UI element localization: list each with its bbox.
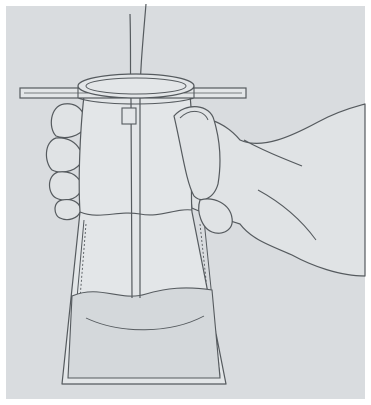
finger-index <box>51 104 85 138</box>
pour-nozzle <box>122 108 136 124</box>
finger-ring <box>50 172 82 200</box>
liquid-body <box>68 288 220 378</box>
finger-little <box>55 200 80 220</box>
